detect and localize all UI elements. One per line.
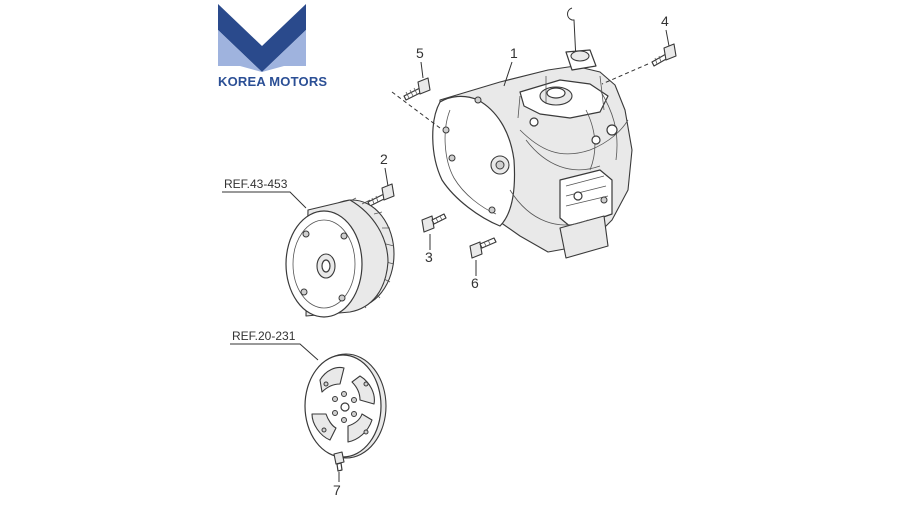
leader-1: [503, 61, 513, 87]
ref-torque-converter: REF.43-453: [224, 177, 288, 191]
callout-1: 1: [510, 45, 518, 61]
callout-4: 4: [661, 13, 669, 29]
logo-right-stroke: [262, 4, 306, 72]
torque-converter: [285, 197, 395, 318]
bolt-5: [403, 77, 431, 101]
callout-7: 7: [333, 482, 341, 498]
korea-motors-logo: KOREA MOTORS: [218, 4, 327, 89]
leader-4: [665, 29, 670, 47]
callout-2: 2: [380, 151, 388, 167]
transmission-assembly: [432, 7, 633, 259]
callout-3: 3: [425, 249, 433, 265]
logo-wordmark: KOREA MOTORS: [218, 74, 327, 89]
bolt-6: [469, 237, 497, 259]
bolt-3: [421, 213, 447, 233]
callout-5: 5: [416, 45, 424, 61]
bolt-4: [651, 43, 677, 67]
logo-left-shade: [218, 30, 262, 72]
ref-drive-plate: REF.20-231: [232, 329, 296, 343]
leader-5-dashed: [391, 91, 441, 129]
leader-ref-drive-plate: [230, 343, 319, 361]
callout-6: 6: [471, 275, 479, 291]
bolt-2: [367, 183, 395, 207]
logo-left-stroke: [218, 4, 262, 72]
leader-5: [420, 61, 424, 79]
drive-plate: [304, 353, 387, 459]
leader-ref-torque-converter: [222, 191, 307, 209]
leader-2: [384, 167, 389, 187]
logo-right-shade: [262, 30, 306, 72]
leader-4-dashed: [601, 63, 649, 85]
bolt-7: [333, 451, 345, 472]
